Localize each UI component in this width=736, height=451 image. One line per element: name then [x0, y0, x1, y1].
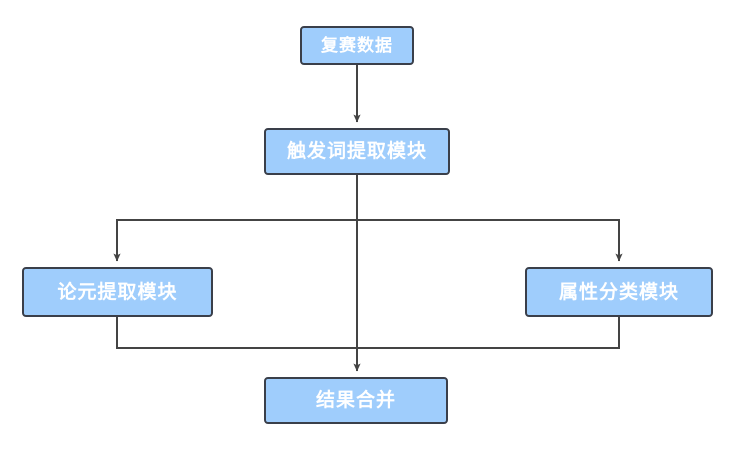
- edge-argument-to-merge: [116, 317, 357, 349]
- node-attribute-classification-label: 属性分类模块: [558, 281, 679, 303]
- node-source[interactable]: 复赛数据: [300, 26, 414, 65]
- node-argument-extraction-label: 论元提取模块: [57, 281, 178, 303]
- node-argument-extraction[interactable]: 论元提取模块: [22, 267, 213, 317]
- edge-trigger-to-argument: [113, 219, 357, 262]
- node-result-merge[interactable]: 结果合并: [264, 377, 448, 424]
- node-result-merge-label: 结果合并: [315, 390, 396, 411]
- node-attribute-classification[interactable]: 属性分类模块: [525, 267, 713, 317]
- node-source-label: 复赛数据: [321, 36, 393, 55]
- edge-trigger-to-attribute: [357, 219, 623, 262]
- node-trigger-extraction-label: 触发词提取模块: [286, 141, 427, 162]
- node-trigger-extraction[interactable]: 触发词提取模块: [264, 128, 450, 175]
- edge-attribute-to-merge: [357, 317, 620, 349]
